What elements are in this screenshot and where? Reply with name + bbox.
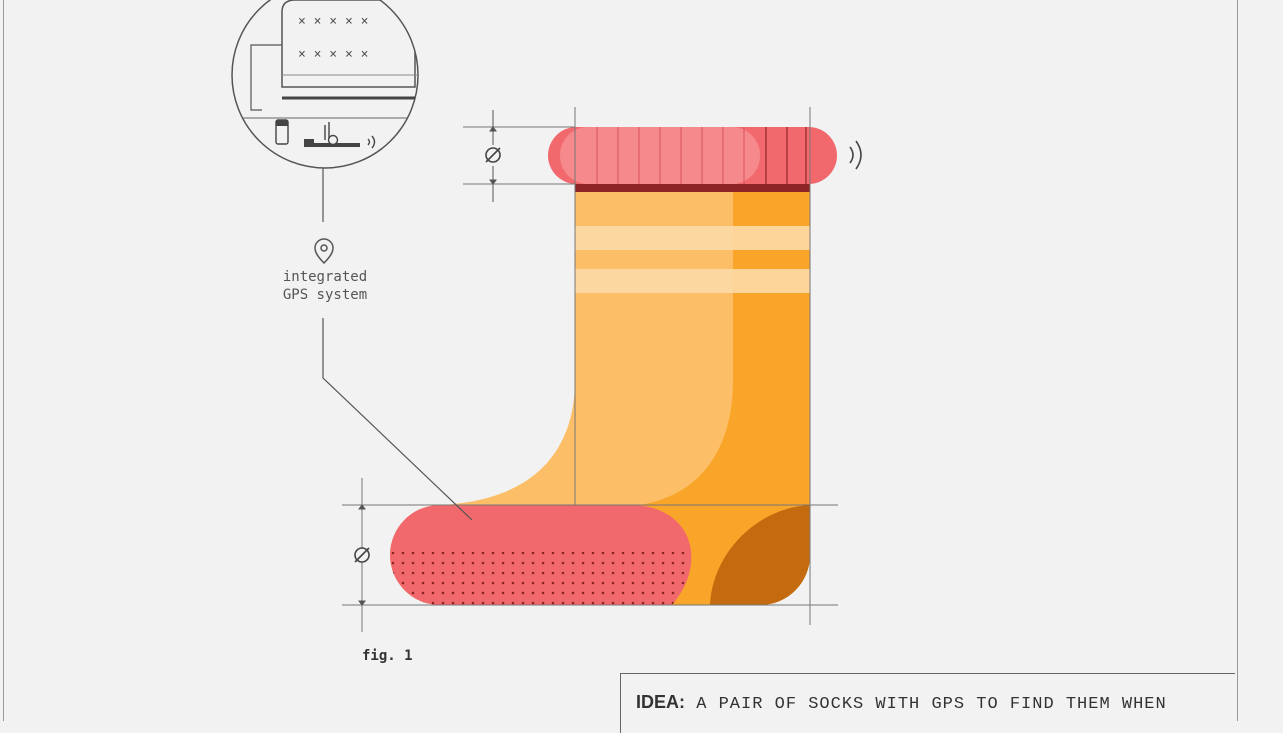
figure-caption: fig. 1 bbox=[362, 648, 413, 664]
page-frame-right bbox=[1237, 0, 1238, 721]
diameter-icon bbox=[354, 547, 370, 563]
gps-label-line-2: GPS system bbox=[282, 287, 368, 303]
callout-leader bbox=[322, 168, 473, 521]
svg-text:× × × × ×: × × × × × bbox=[298, 14, 368, 29]
cuff-dimension bbox=[489, 110, 497, 202]
gps-label-line-1: integrated bbox=[282, 269, 368, 285]
svg-text:× × × × ×: × × × × × bbox=[298, 47, 368, 62]
detail-loupe: × × × × × × × × × × bbox=[231, 0, 419, 169]
idea-text: A PAIR OF SOCKS WITH GPS TO FIND THEM WH… bbox=[696, 695, 1167, 714]
page-frame-left bbox=[3, 0, 4, 721]
sock-cuff bbox=[548, 127, 837, 192]
idea-key: IDEA: bbox=[636, 692, 685, 712]
sock-stripes bbox=[575, 226, 810, 293]
diameter-icon bbox=[485, 147, 501, 163]
idea-line: IDEA: A PAIR OF SOCKS WITH GPS TO FIND T… bbox=[636, 692, 1167, 714]
guide-lines bbox=[342, 107, 838, 632]
sock-toe bbox=[390, 505, 692, 605]
location-pin-icon bbox=[314, 238, 334, 265]
foot-dimension bbox=[358, 504, 366, 606]
signal-waves-icon bbox=[849, 140, 862, 170]
sock-heel bbox=[710, 505, 810, 605]
gps-callout-label: integrated GPS system bbox=[255, 268, 395, 304]
idea-box: IDEA: A PAIR OF SOCKS WITH GPS TO FIND T… bbox=[620, 673, 1235, 733]
